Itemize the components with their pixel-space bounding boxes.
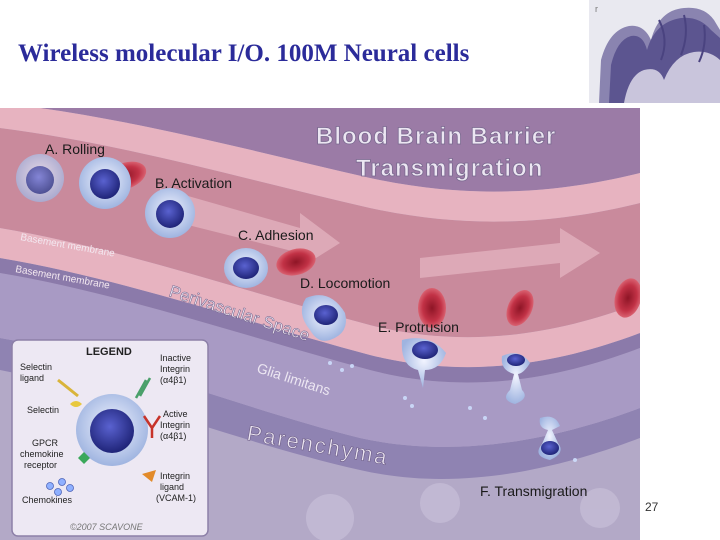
leukocytes bbox=[16, 154, 561, 460]
legend-gpcr-1: GPCR bbox=[32, 438, 59, 448]
page-number: 27 bbox=[645, 500, 659, 514]
legend-chemokines: Chemokines bbox=[22, 495, 73, 505]
legend-box: LEGEND Selectin ligand Selectin GPCR che… bbox=[11, 339, 209, 537]
credit-text: ©2007 SCAVONE bbox=[70, 522, 144, 532]
step-label-transmigration: F. Transmigration bbox=[480, 483, 587, 499]
legend-gpcr-2: chemokine bbox=[20, 449, 64, 459]
legend-active-integrin-2: Integrin bbox=[160, 420, 190, 430]
legend-selectin-ligand-2: ligand bbox=[20, 373, 44, 383]
legend-active-integrin-1: Active bbox=[163, 409, 188, 419]
legend-title: LEGEND bbox=[86, 346, 132, 358]
legend-integrin-ligand-2: ligand bbox=[160, 482, 184, 492]
inactive-integrin-glyph bbox=[134, 377, 152, 399]
selectin-glyph bbox=[70, 401, 82, 407]
figure-title-line1: Blood Brain Barrier bbox=[316, 123, 556, 150]
figure-title-line2: Transmigration bbox=[356, 155, 543, 182]
legend-integrin-ligand-3: (VCAM-1) bbox=[156, 493, 196, 503]
step-label-locomotion: D. Locomotion bbox=[300, 275, 390, 291]
legend-active-integrin-3: (α4β1) bbox=[160, 431, 186, 441]
legend-inactive-integrin-1: Inactive bbox=[160, 353, 191, 363]
legend-integrin-ligand-1: Integrin bbox=[160, 471, 190, 481]
step-label-activation: B. Activation bbox=[155, 175, 232, 191]
legend-inactive-integrin-3: (α4β1) bbox=[160, 375, 186, 385]
perivascular-space bbox=[0, 273, 640, 447]
integrin-ligand-glyph bbox=[142, 470, 156, 482]
legend-selectin-ligand-1: Selectin bbox=[20, 362, 52, 372]
svg-text:r: r bbox=[595, 4, 598, 14]
legend-selectin: Selectin bbox=[27, 405, 59, 415]
legend-inactive-integrin-2: Integrin bbox=[160, 364, 190, 374]
bbb-transmigration-figure: Blood Brain Barrier Transmigration A. Ro… bbox=[0, 108, 640, 540]
selectin-ligand-glyph bbox=[57, 378, 79, 398]
chemokine-dots-glyph bbox=[46, 478, 74, 496]
step-label-protrusion: E. Protrusion bbox=[378, 319, 459, 335]
legend-gpcr-3: receptor bbox=[24, 460, 57, 470]
slide-title: Wireless molecular I/O. 100M Neural cell… bbox=[18, 40, 470, 67]
brain-section-image: r bbox=[589, 0, 720, 103]
gpcr-receptor-glyph bbox=[78, 452, 90, 464]
active-integrin-glyph bbox=[142, 415, 162, 438]
step-label-rolling: A. Rolling bbox=[45, 141, 105, 157]
step-label-adhesion: C. Adhesion bbox=[238, 227, 314, 243]
